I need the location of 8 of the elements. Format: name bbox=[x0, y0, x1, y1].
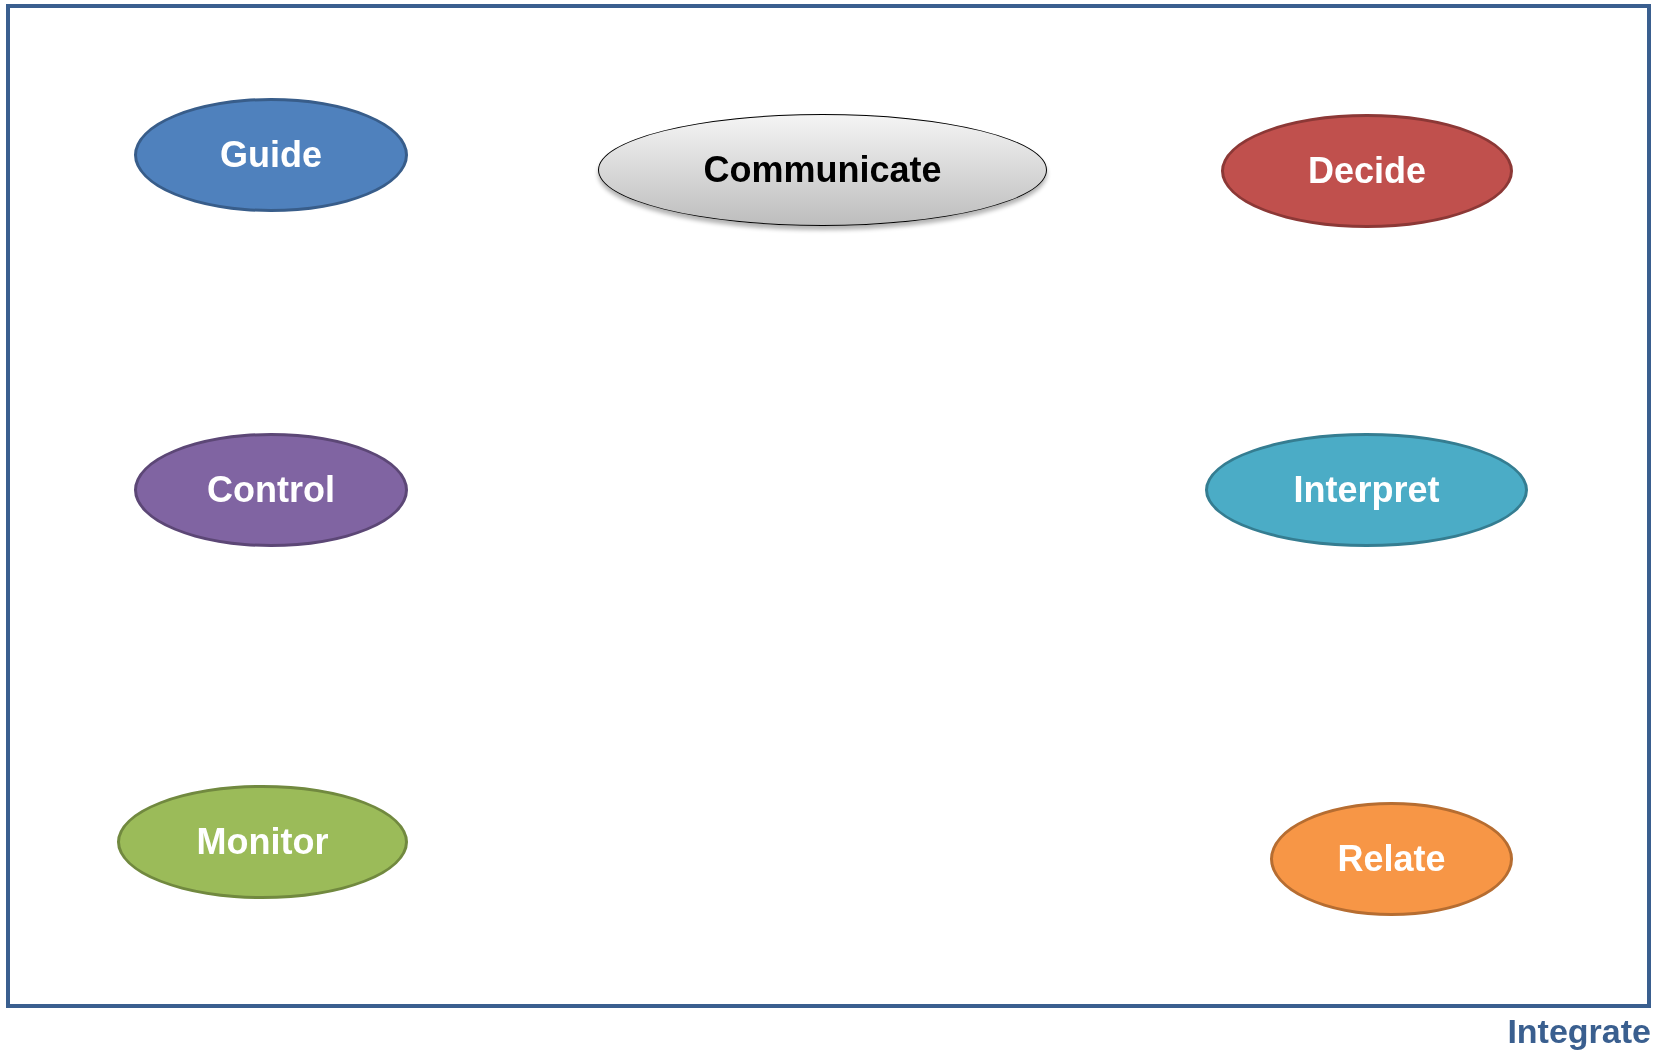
container-title: Integrate bbox=[1507, 1012, 1651, 1050]
node-label: Decide bbox=[1307, 150, 1427, 192]
node-label: Relate bbox=[1337, 838, 1446, 880]
node-label: Communicate bbox=[703, 149, 942, 191]
node-label: Monitor bbox=[196, 821, 329, 863]
node-label: Guide bbox=[220, 134, 322, 176]
node-label: Control bbox=[207, 469, 335, 511]
node-label: Interpret bbox=[1293, 469, 1440, 511]
